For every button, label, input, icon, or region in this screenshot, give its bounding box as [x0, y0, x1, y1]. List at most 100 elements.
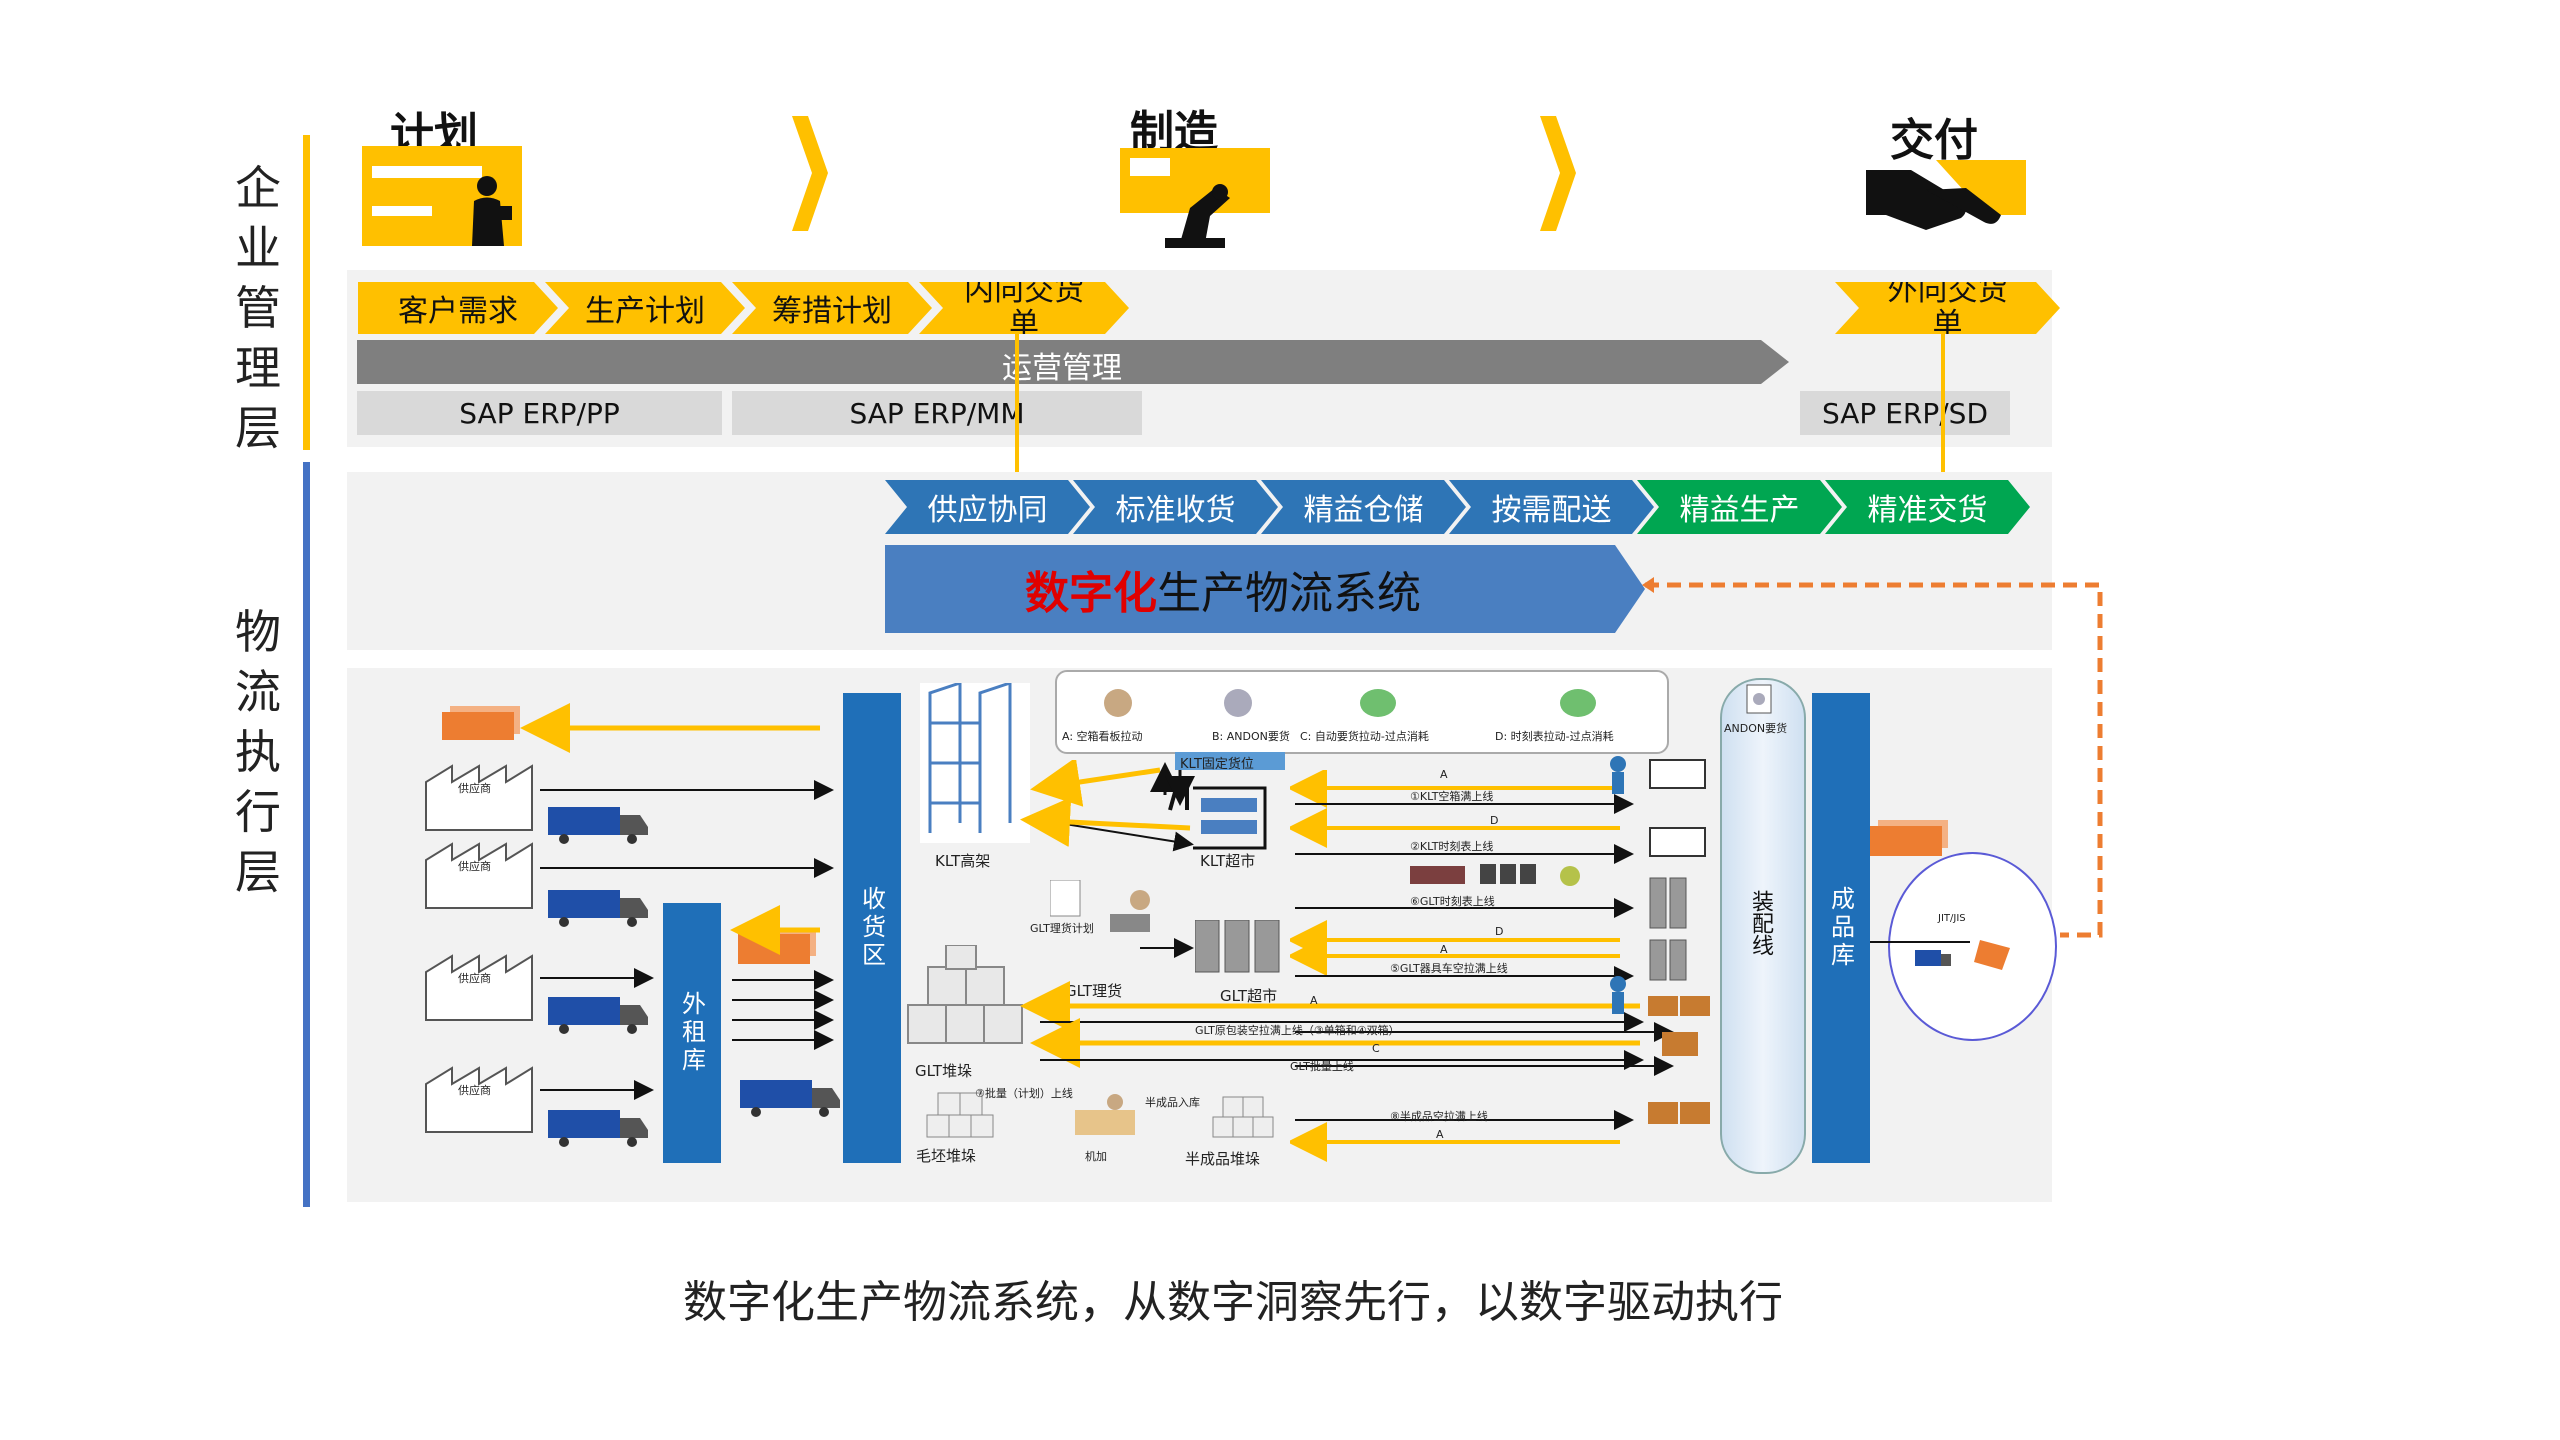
flow-step-outbound-delivery: 外向交货单 [1835, 282, 2060, 334]
execution-layer-bar [303, 462, 310, 1207]
connector-outbound [1941, 334, 1945, 482]
blank-stack-label: 毛坯堆垛 [916, 1147, 977, 1165]
line-letter-1: A [1440, 768, 1448, 781]
klt-rack-label: KLT高架 [935, 852, 991, 870]
stage-deliver-title: 交付 [1890, 115, 1978, 166]
truck-icon-2 [548, 890, 648, 927]
chevron-right-icon [792, 116, 828, 231]
legend-icons [1104, 689, 1596, 717]
flow-step-supply-collab: 供应协同 [885, 480, 1090, 534]
sap-sd-box: SAP ERP/SD [1800, 391, 2010, 435]
line-label-7: ⑧半成品空拉满上线 [1390, 1110, 1488, 1123]
supplier-label-2: 供应商 [458, 860, 491, 873]
glt-plan-label: GLT理货计划 [1030, 922, 1094, 935]
connector-inbound [1015, 334, 1019, 482]
flow-step-procurement-plan: 筹措计划 [732, 282, 932, 334]
page-caption: 数字化生产物流系统，从数字洞察先行，以数字驱动执行 [683, 1277, 1783, 1328]
blank-stack-icon [926, 1092, 994, 1138]
truck-icon-4 [548, 1110, 648, 1147]
legend-item-b: B: ANDON要货 [1212, 730, 1290, 743]
jit-delivery-circle [1888, 852, 2057, 1041]
supplier-factory-icon-3 [425, 954, 533, 1021]
machining-icon [1075, 1094, 1135, 1135]
line-label-4: ⑤GLT器具车空拉满上线 [1390, 962, 1508, 975]
sap-pp-box: SAP ERP/PP [357, 391, 722, 435]
jit-delivery-icon [1870, 940, 2010, 970]
supplier-label-1: 供应商 [458, 782, 491, 795]
line-label-5: GLT原包装空拉满上线（③单箱和④双箱） [1195, 1024, 1400, 1037]
system-rest-text: 生产物流系统 [1157, 568, 1421, 619]
line-letter-5: A [1310, 994, 1318, 1007]
supplier-factory-icon-2 [425, 842, 533, 909]
legend-item-d: D: 时刻表拉动-过点消耗 [1495, 730, 1614, 743]
line-letter-7: A [1436, 1128, 1444, 1141]
flow-step-lean-warehouse: 精益仓储 [1261, 480, 1466, 534]
andon-icon [1746, 684, 1772, 714]
return-box-icon [442, 706, 520, 740]
jit-label: JIT/JIS [1938, 913, 1966, 924]
truck-icon-5 [740, 1080, 840, 1117]
handshake-icon [1866, 160, 2026, 230]
sap-mm-box: SAP ERP/MM [732, 391, 1142, 435]
klt-fixed-location-label: KLT固定货位 [1180, 757, 1254, 772]
semi-stack-icon [1212, 1096, 1274, 1138]
operations-management-label: 运营管理 [1002, 351, 1122, 386]
execution-layer-label: 物流执行层 [235, 605, 281, 899]
flow-step-on-demand-delivery: 按需配送 [1449, 480, 1654, 534]
line-side-workers-icon [1610, 756, 1710, 1124]
glt-stack-icon [907, 945, 1023, 1044]
assembly-line [1720, 678, 1806, 1174]
management-layer-label: 企业管理层 [235, 161, 281, 455]
semi-in-label: 半成品入库 [1145, 1096, 1200, 1109]
supplier-factory-icon-4 [425, 1066, 533, 1133]
line-letter-4: A [1440, 943, 1448, 956]
assembly-line-label: 装配线 [1748, 890, 1773, 956]
supplier-factory-icon-1 [425, 764, 533, 831]
system-highlight-text: 数字化 [1025, 568, 1157, 619]
glt-market-label: GLT超市 [1220, 987, 1278, 1005]
semi-stack-label: 半成品堆垛 [1185, 1150, 1261, 1168]
glt-sorting-icon [1050, 880, 1150, 932]
supplier-label-3: 供应商 [458, 972, 491, 985]
line-letter-2: D [1490, 814, 1499, 827]
flow-step-precise-delivery: 精准交货 [1825, 480, 2030, 534]
internal-flow-arrows [1020, 760, 1644, 1070]
robot-arm-icon [1120, 148, 1270, 248]
line-feed-arrows [1290, 770, 1674, 1162]
line-letter-3: D [1495, 925, 1504, 938]
legend-item-c: C: 自动要货拉动-过点消耗 [1300, 730, 1429, 743]
flow-step-lean-production: 精益生产 [1637, 480, 1842, 534]
truck-icon-3 [548, 997, 648, 1034]
klt-market-label: KLT超市 [1200, 852, 1256, 870]
digital-logistics-system-banner: 数字化生产物流系统 [885, 545, 1645, 633]
pallet-equipment-icon [1410, 864, 1580, 886]
legend-item-a: A: 空箱看板拉动 [1062, 730, 1143, 743]
management-layer-bar [303, 135, 310, 450]
line-letter-6: C [1372, 1042, 1380, 1055]
flow-step-production-plan: 生产计划 [545, 282, 745, 334]
supplier-flow-arrows [520, 703, 834, 1100]
finished-box-icon [1870, 820, 1948, 856]
planning-worker-icon [362, 146, 522, 246]
chevron-right-icon-2 [1540, 116, 1576, 231]
outsource-warehouse: 外租库 [663, 903, 721, 1163]
glt-market-icon [1195, 920, 1280, 973]
receiving-zone: 收货区 [843, 693, 901, 1163]
truck-icon-1 [548, 807, 648, 844]
batch-plan-label: ⑦批量（计划）上线 [975, 1087, 1073, 1100]
operations-management-bar [357, 340, 1789, 384]
orange-dashed-connector [1642, 577, 2103, 938]
flow-step-standard-receiving: 标准收货 [1073, 480, 1278, 534]
supplier-label-4: 供应商 [458, 1084, 491, 1097]
machining-label: 机加 [1085, 1150, 1107, 1163]
flow-step-customer-demand: 客户需求 [358, 282, 558, 334]
flow-step-inbound-delivery: 内向交货单 [919, 282, 1129, 334]
finished-goods-warehouse: 成品库 [1812, 693, 1870, 1163]
andon-label: ANDON要货 [1724, 722, 1788, 735]
glt-stack-label: GLT堆垛 [915, 1062, 973, 1080]
line-label-3: ⑥GLT时刻表上线 [1410, 895, 1495, 908]
line-label-2: ②KLT时刻表上线 [1410, 840, 1494, 853]
klt-high-rack-icon [920, 683, 1030, 843]
line-label-6: GLT批量上线 [1290, 1060, 1354, 1073]
glt-sorting-label: GLT理货 [1065, 982, 1123, 1000]
